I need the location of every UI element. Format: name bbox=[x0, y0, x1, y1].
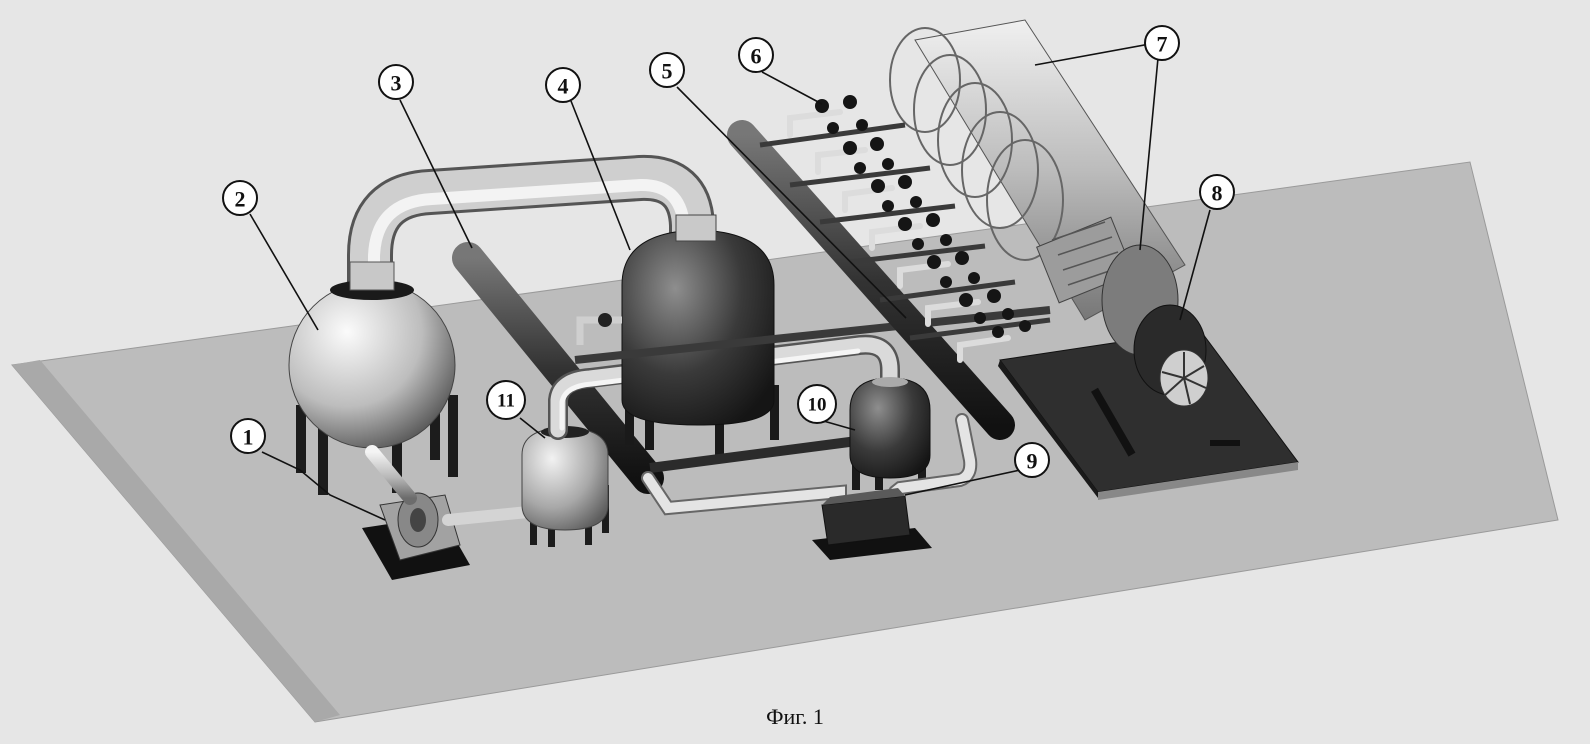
figure-caption: Фиг. 1 bbox=[0, 704, 1590, 730]
callout-7-label: 7 bbox=[1157, 32, 1168, 57]
callout-10: 10 bbox=[798, 385, 836, 423]
callout-3: 3 bbox=[379, 65, 413, 99]
callout-10-label: 10 bbox=[808, 395, 827, 416]
callout-2: 2 bbox=[223, 181, 257, 215]
callout-3-label: 3 bbox=[391, 71, 402, 96]
callout-6-label: 6 bbox=[751, 44, 762, 69]
callout-1: 1 bbox=[231, 419, 265, 453]
callout-5-label: 5 bbox=[662, 59, 673, 84]
vessel-10 bbox=[850, 377, 930, 490]
callout-9-label: 9 bbox=[1027, 449, 1038, 474]
callout-2-label: 2 bbox=[235, 187, 246, 212]
callout-6: 6 bbox=[739, 38, 773, 72]
callout-9: 9 bbox=[1015, 443, 1049, 477]
callout-11-label: 11 bbox=[497, 391, 515, 412]
callout-7: 7 bbox=[1145, 26, 1179, 60]
callout-4-label: 4 bbox=[558, 74, 569, 99]
callout-11: 11 bbox=[487, 381, 525, 419]
callout-5: 5 bbox=[650, 53, 684, 87]
callout-8: 8 bbox=[1200, 175, 1234, 209]
callout-4: 4 bbox=[546, 68, 580, 102]
callout-1-label: 1 bbox=[243, 425, 254, 450]
callout-8-label: 8 bbox=[1212, 181, 1223, 206]
